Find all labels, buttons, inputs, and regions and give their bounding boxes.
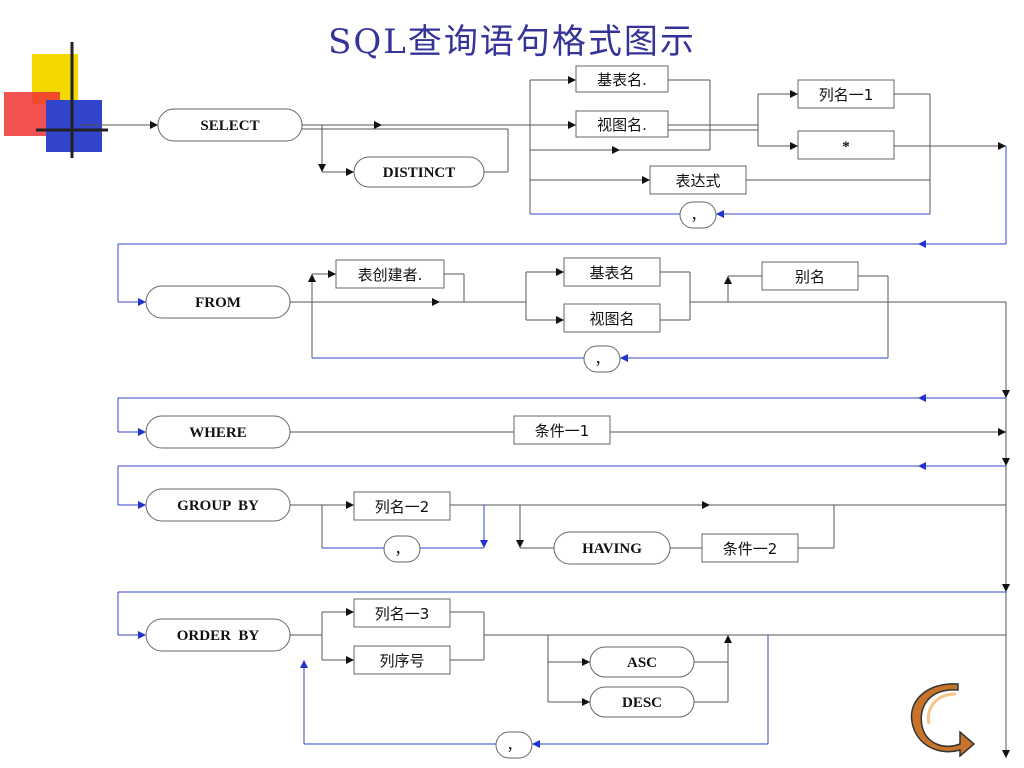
star-box [797, 130, 895, 160]
select-comma [679, 201, 717, 229]
return-arrow-icon[interactable] [910, 683, 976, 758]
from-row: FROM 表创建者. 基表名 视图名 别名 ， [145, 257, 1006, 373]
view-label: 视图名 [589, 310, 634, 328]
base-table-label: 基表名 [589, 264, 634, 282]
col-name-1-box [797, 79, 895, 109]
order-comma [495, 731, 533, 759]
alias-label: 别名 [795, 268, 825, 286]
order-by-row: ORDER BY 列名一3 列序号 ASC DESC ， [117, 591, 1006, 759]
desc-label: DESC [622, 695, 662, 711]
group-comma-label: ， [394, 540, 409, 558]
view-box [563, 303, 661, 333]
page-title: SQL查询语句格式图示 [328, 22, 696, 62]
order-by-label: ORDER BY [177, 628, 260, 644]
col-name-1-label: 列名一1 [819, 86, 874, 104]
group-comma [383, 535, 421, 563]
expr-box [649, 165, 747, 195]
col-name-2-label: 列名一2 [375, 498, 430, 516]
from-comma-label: ， [594, 350, 609, 368]
select-label: SELECT [200, 118, 259, 134]
where-row: WHERE 条件一1 [117, 394, 1006, 449]
col-name-2-box [353, 491, 451, 521]
col-seq-label: 列序号 [379, 652, 424, 670]
select-comma-label: ， [690, 206, 705, 224]
select-row: SELECT DISTINCT 基表名. 视图名. 列名一1 * [80, 65, 1006, 229]
col-name-3-box [353, 598, 451, 628]
from-label: FROM [195, 295, 241, 311]
cond-1-label: 条件一1 [535, 422, 590, 440]
view-dot-label: 视图名. [597, 116, 647, 134]
creator-box [335, 259, 445, 289]
order-comma-label: ， [506, 736, 521, 754]
creator-label: 表创建者. [358, 266, 423, 284]
group-by-label: GROUP BY [177, 498, 259, 514]
from-comma [583, 345, 621, 373]
alias-box [761, 261, 859, 291]
group-by-row: GROUP BY 列名一2 ， HAVING 条件一2 [117, 462, 1006, 565]
base-table-box [563, 257, 661, 287]
logo-decoration [4, 42, 108, 158]
cond-1-box [513, 415, 611, 445]
base-table-dot-label: 基表名. [597, 71, 647, 89]
having-label: HAVING [582, 541, 642, 557]
col-name-3-label: 列名一3 [375, 605, 430, 623]
cond-2-label: 条件一2 [723, 540, 778, 558]
asc-label: ASC [627, 655, 657, 671]
distinct-label: DISTINCT [383, 165, 456, 181]
base-table-dot-box [575, 65, 669, 93]
col-seq-box [353, 645, 451, 675]
where-label: WHERE [189, 425, 247, 441]
view-dot-box [575, 110, 669, 138]
expr-label: 表达式 [675, 172, 720, 190]
star-label: * [842, 139, 850, 155]
